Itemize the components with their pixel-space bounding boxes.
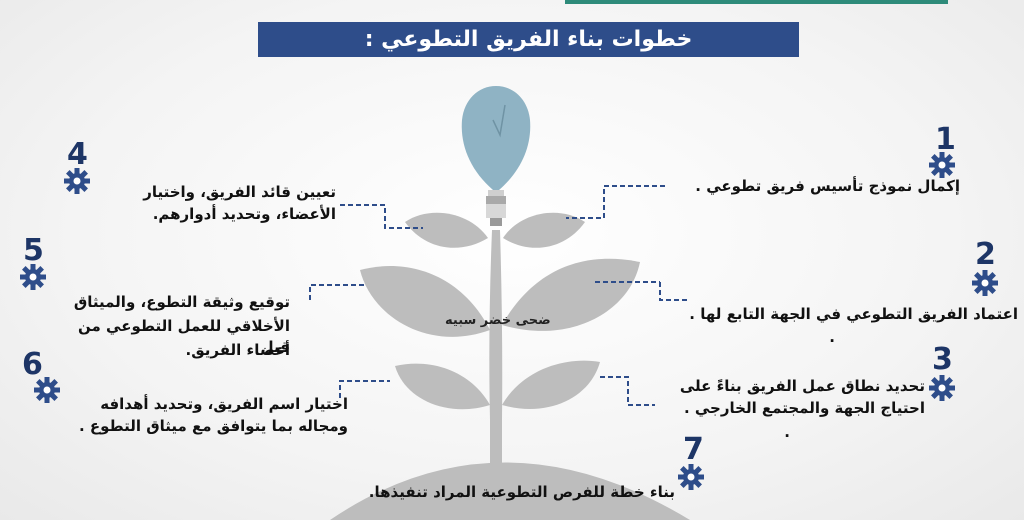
step-1-text: إكمال نموذج تأسيس فريق تطوعي .: [695, 177, 960, 195]
connector-step-4: [340, 204, 423, 229]
ground-mound: [330, 462, 690, 520]
step-3-text-line3: .: [784, 423, 790, 441]
step-5-number: 5: [23, 233, 44, 268]
connector-step-2: [659, 282, 690, 301]
step-1-gear-icon: [929, 152, 955, 178]
connector-step-3: [600, 376, 655, 406]
light-bulb: [461, 86, 531, 226]
step-5-text: توقيع وثيقة التطوع، والميثاق: [73, 293, 290, 311]
step-5-text-line2: الأخلاقي للعمل التطوعي من قبل: [78, 317, 290, 356]
connector-step-1: [566, 185, 665, 219]
plant-stem: [489, 230, 503, 520]
step-7-text: بناء خطة للفرص التطوعية المراد تنفيذها.: [368, 483, 675, 501]
step-3-gear-icon: [929, 375, 955, 401]
leaf-top-right: [503, 212, 585, 248]
top-accent-bar: [565, 0, 948, 4]
leaf-mid-left: [360, 266, 490, 337]
connector-step-6: [339, 380, 390, 398]
step-4-text: تعيين قائد الفريق، واختيار: [143, 183, 336, 201]
step-5-text-line3: أعضاء الفريق.: [185, 341, 290, 359]
step-6-number: 6: [22, 347, 43, 382]
page-title: خطوات بناء الفريق التطوعي :: [258, 22, 799, 57]
leaf-low-left: [395, 363, 490, 410]
step-2-text: اعتماد الفريق التطوعي في الجهة التابع له…: [689, 305, 1018, 323]
step-2-text-line2: .: [829, 328, 835, 346]
step-7-gear-icon: [678, 464, 704, 490]
step-4-number: 4: [67, 137, 88, 172]
step-6-text-line2: ومجاله بما يتوافق مع ميثاق التطوع .: [78, 417, 348, 435]
step-3-text-line2: احتياج الجهة والمجتمع الخارجي .: [683, 399, 925, 417]
leaf-low-right: [502, 360, 600, 409]
step-7-number: 7: [683, 432, 704, 467]
step-3-number: 3: [932, 342, 953, 377]
step-2-number: 2: [975, 237, 996, 272]
leaf-top-left: [405, 212, 488, 248]
step-2-gear-icon: [972, 270, 998, 296]
connector-step-5: [309, 284, 365, 300]
step-5-gear-icon: [20, 264, 46, 290]
step-3-text: تحديد نطاق عمل الفريق بناءً على: [679, 377, 925, 395]
step-6-text: اختيار اسم الفريق، وتحديد أهدافه: [100, 395, 348, 413]
leaf-mid-right: [502, 258, 640, 331]
step-4-text-line2: الأعضاء، وتحديد أدوارهم.: [152, 205, 336, 223]
step-1-number: 1: [935, 122, 956, 157]
author-watermark: ضحى خضر سبيه: [445, 313, 551, 328]
step-4-gear-icon: [64, 168, 90, 194]
